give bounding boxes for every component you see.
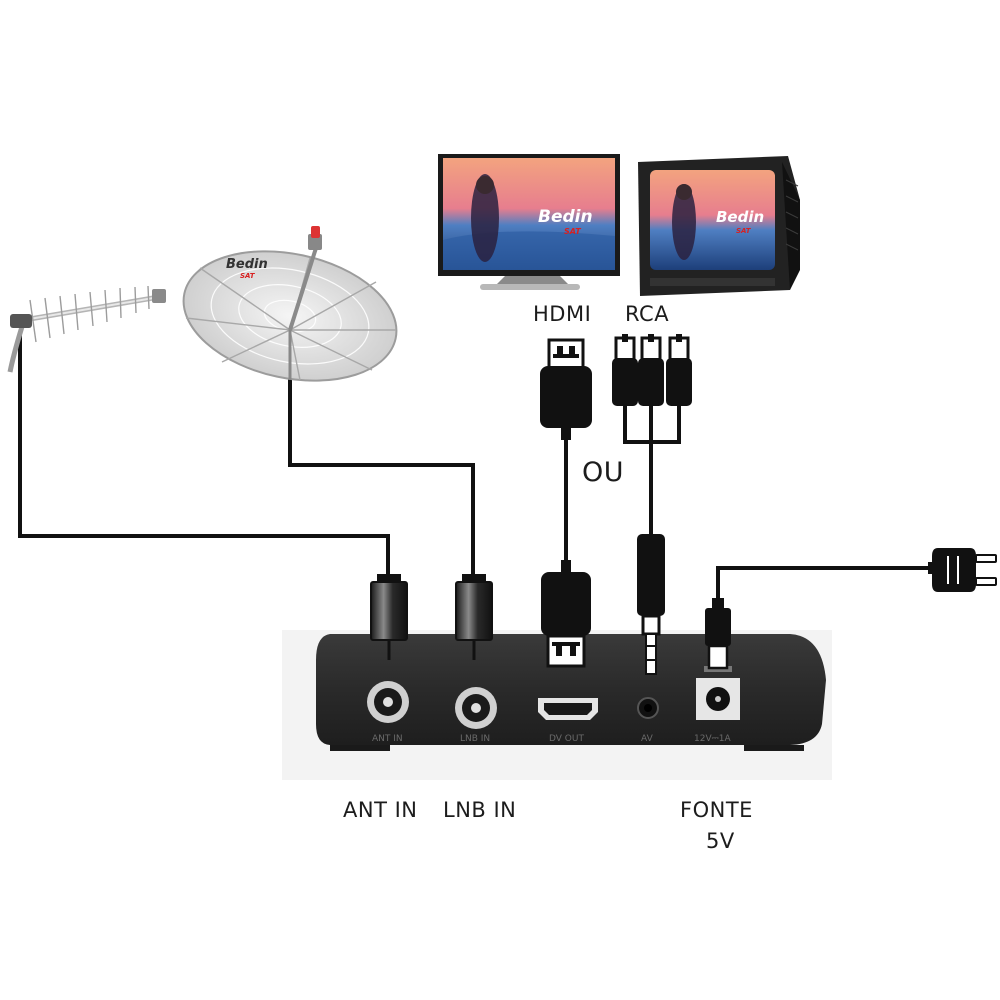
flat-tv-brand-name: Bedin xyxy=(538,207,593,227)
label-hdmi: HDMI xyxy=(533,302,591,326)
av-jack-plug-icon xyxy=(637,534,665,675)
label-fonte: FONTE xyxy=(680,798,753,822)
label-ant-in: ANT IN xyxy=(343,798,417,822)
receiver-device: ANT IN LNB IN DV OUT AV 12V⎓1A xyxy=(282,630,832,780)
antenna-cable xyxy=(18,332,390,574)
coax-plug-lnb-icon xyxy=(455,574,493,660)
coax-plug-ant-icon xyxy=(370,574,408,660)
dish-brand-name: Bedin xyxy=(226,257,268,272)
port-label-ant-in: ANT IN xyxy=(372,734,403,744)
port-label-dv-out: DV OUT xyxy=(549,734,584,744)
rca-plugs-icon xyxy=(612,334,692,406)
port-label-power: 12V⎓1A xyxy=(694,734,732,744)
port-lnb-in[interactable]: LNB IN xyxy=(455,687,497,744)
label-lnb-in: LNB IN xyxy=(443,798,516,822)
crt-tv-brand-sub: SAT xyxy=(736,227,752,235)
flat-tv-icon: Bedin SAT xyxy=(438,154,620,290)
label-rca: RCA xyxy=(625,302,669,326)
dish-brand-sub: SAT xyxy=(240,272,256,280)
port-av[interactable]: AV xyxy=(637,697,659,744)
port-label-av: AV xyxy=(641,734,654,744)
port-dv-out[interactable]: DV OUT xyxy=(538,698,598,744)
hdmi-plug-bottom-icon xyxy=(541,560,591,668)
yagi-antenna-icon xyxy=(7,285,166,373)
dc-power-plug-icon xyxy=(705,598,731,670)
cables xyxy=(18,332,930,605)
crt-tv-icon: Bedin SAT xyxy=(638,156,800,296)
satellite-dish-icon: Bedin SAT xyxy=(182,226,398,382)
crt-tv-brand-name: Bedin xyxy=(716,208,764,226)
label-fonte-voltage: 5V xyxy=(706,829,735,853)
flat-tv-brand-sub: SAT xyxy=(564,227,581,236)
power-cable xyxy=(716,566,930,605)
wall-plug-icon xyxy=(928,548,997,592)
rca-cable xyxy=(623,405,681,536)
port-power[interactable]: 12V⎓1A xyxy=(694,666,740,744)
port-ant-in[interactable]: ANT IN xyxy=(367,681,409,744)
hdmi-plug-top-icon xyxy=(540,338,592,440)
label-ou: OU xyxy=(582,457,624,488)
dish-cable xyxy=(288,378,475,574)
port-label-lnb-in: LNB IN xyxy=(460,734,490,744)
